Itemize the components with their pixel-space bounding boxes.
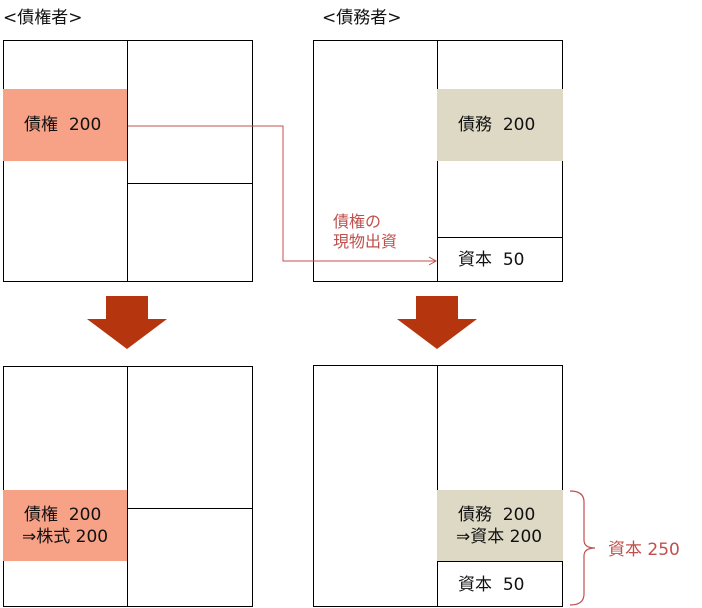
creditor-after-divider	[127, 366, 128, 607]
liability-amount: 200	[502, 115, 536, 135]
debtor-capital-cell: 資本 50	[437, 238, 563, 282]
debtor-converted-cell: 債務 200 ⇒資本 200	[437, 490, 563, 561]
total-capital-brace	[569, 490, 596, 606]
debtor-after-right-split	[437, 561, 563, 562]
creditor-after-right-split	[127, 508, 253, 509]
receivable-amount: 200	[68, 115, 102, 135]
creditor-heading: <債権者>	[3, 8, 83, 28]
receivable-label: 債権	[24, 115, 58, 135]
converted-line2: ⇒資本 200	[456, 527, 543, 547]
liability-label: 債務	[458, 115, 492, 135]
debtor-after-divider	[437, 365, 438, 607]
creditor-receivable-cell: 債権 200	[3, 89, 127, 161]
creditor-share-cell: 債権 200 ⇒株式 200	[3, 490, 127, 561]
transfer-note: 債権の 現物出資	[333, 212, 397, 252]
debtor-down-arrow	[397, 296, 477, 349]
converted-line1: 債務 200	[458, 505, 536, 525]
debtor-before-right-split	[437, 237, 563, 238]
total-capital-note: 資本 250	[608, 540, 680, 560]
transfer-connector-arrow	[128, 125, 438, 266]
debtor-balance-sheet-after	[313, 365, 563, 607]
after-capital-label: 資本	[458, 575, 492, 595]
creditor-down-arrow	[87, 296, 167, 349]
capital-amount: 50	[502, 250, 525, 270]
creditor-balance-sheet-after	[3, 366, 253, 607]
creditor-before-divider	[127, 40, 128, 282]
creditor-balance-sheet-before	[3, 40, 253, 282]
transfer-note-line1: 債権の	[333, 212, 382, 231]
capital-label: 資本	[458, 250, 492, 270]
debtor-heading: <債務者>	[322, 8, 402, 28]
share-line2: ⇒株式 200	[22, 527, 109, 547]
after-capital-amount: 50	[502, 575, 525, 595]
share-line1: 債権 200	[24, 505, 102, 525]
debtor-after-capital-cell: 資本 50	[437, 562, 563, 607]
debtor-balance-sheet-before	[313, 40, 563, 282]
debtor-before-divider	[437, 40, 438, 282]
transfer-note-line2: 現物出資	[333, 232, 398, 251]
creditor-before-right-split	[127, 183, 253, 184]
debtor-liability-cell: 債務 200	[437, 89, 563, 161]
